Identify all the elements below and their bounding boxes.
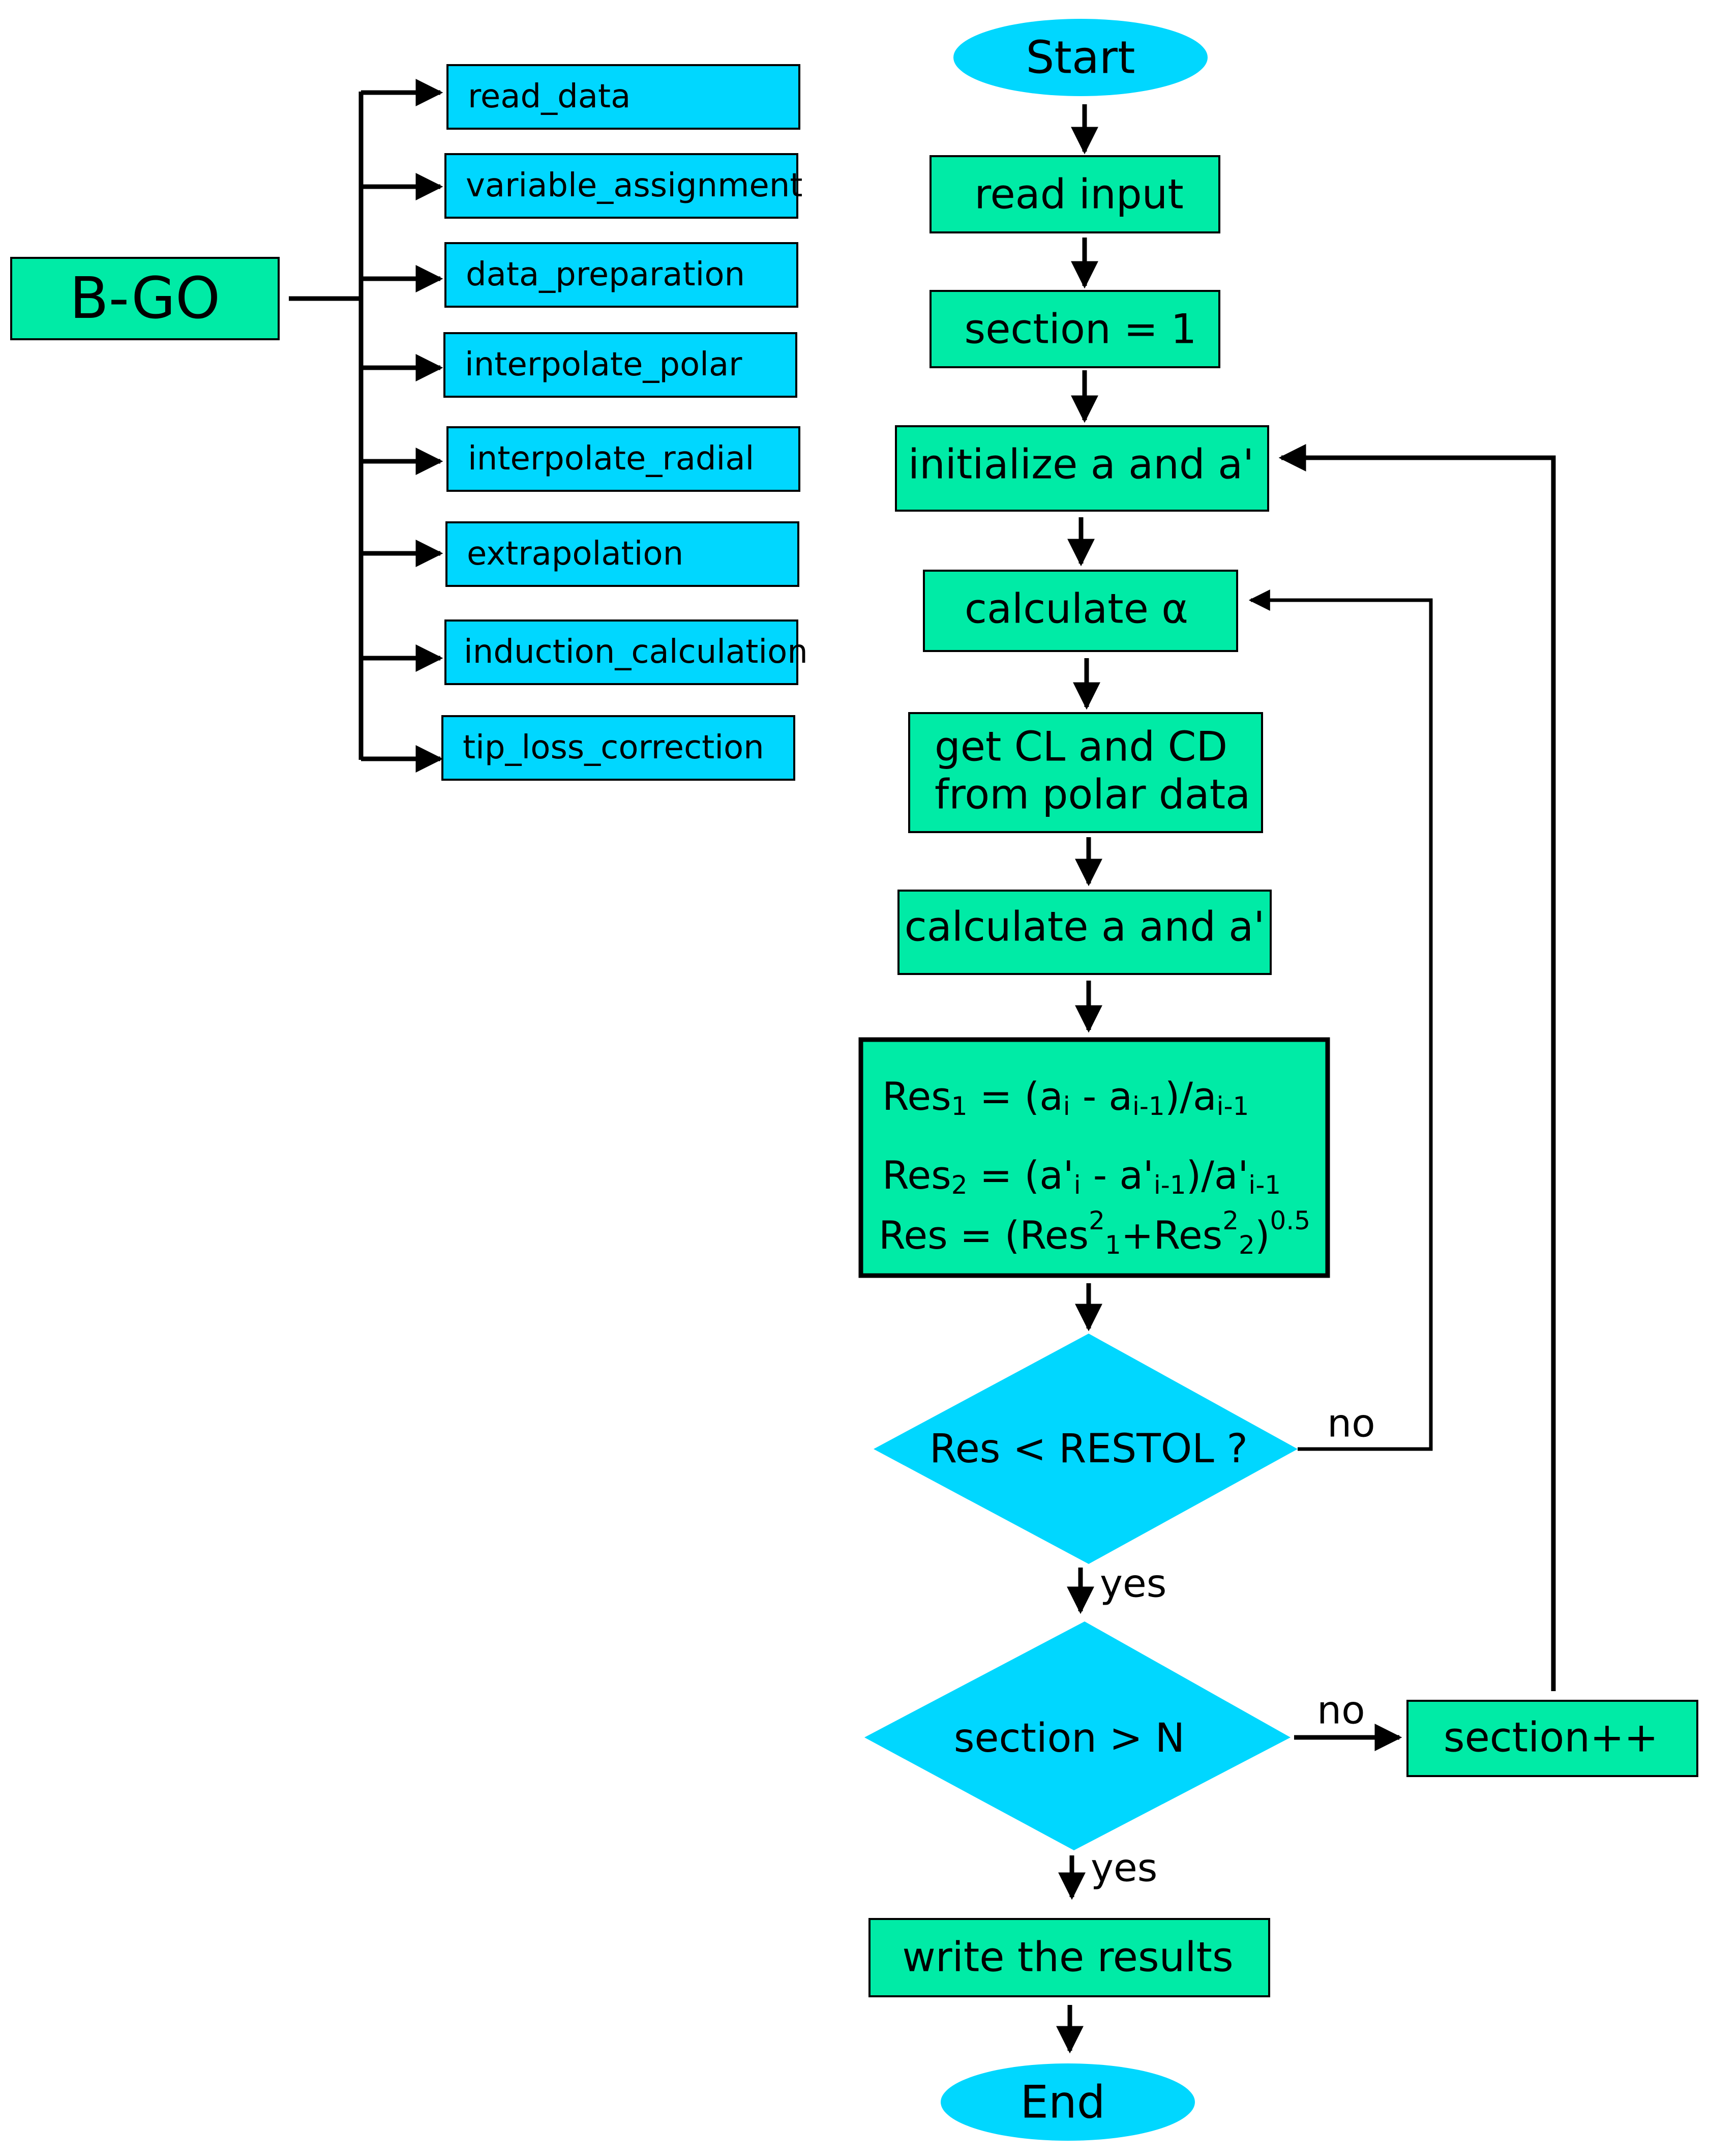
get-cl-cd-label-line1: get CL and CD [935,723,1227,771]
module-label: interpolate_radial [468,440,754,478]
module-induction-calculation [444,619,798,685]
program-structure: B-GO read_data variable_assignment data_… [10,64,808,781]
module-extrapolation [445,521,799,587]
section-init-step [930,290,1220,368]
module-interpolate-radial [446,426,800,492]
program-box [10,257,280,340]
module-label: data_preparation [466,256,745,293]
module-label: interpolate_polar [465,346,742,383]
calculate-a-step [897,890,1272,975]
loop-back-to-calculate-alpha [1248,589,1433,1451]
edge-label-no: no [1327,1401,1375,1446]
module-label: extrapolation [467,535,683,573]
section-increment-step [1406,1700,1698,1777]
get-cl-cd-step [908,712,1263,833]
residual-formula-total: Res = (Res21+Res22)0.5 [879,1206,1310,1260]
read-input-label: read input [974,171,1183,218]
loop-back-to-initialize-a [1278,444,1556,1691]
initialize-a-step [895,425,1269,512]
program-name: B-GO [70,265,220,332]
write-results-step [868,1918,1270,1997]
calculate-alpha-label: calculate α [965,585,1188,633]
restol-decision-label: Res < RESTOL ? [930,1426,1248,1472]
initialize-a-label: initialize a and a' [908,441,1254,488]
edge-label-yes: yes [1100,1561,1166,1606]
start-label: Start [1026,32,1135,84]
module-variable-assignment [444,153,798,219]
get-cl-cd-label-line2: from polar data [935,771,1250,818]
residual-formula-2: Res2 = (a'i - a'i-1)/a'i-1 [882,1153,1281,1200]
calculate-a-label: calculate a and a' [905,903,1265,951]
section-increment-label: section++ [1444,1714,1658,1761]
module-label: variable_assignment [466,167,802,204]
algorithm-flowchart: Start read input section = 1 initialize … [858,19,1698,2141]
start-terminal [953,19,1208,96]
section-decision-label: section > N [954,1716,1185,1761]
module-data-preparation [444,242,798,308]
module-read-data [446,64,800,130]
calculate-alpha-step [923,570,1238,652]
module-label: induction_calculation [464,633,808,671]
read-input-step [930,155,1220,233]
module-tip-loss-correction [441,715,795,781]
end-terminal [941,2063,1195,2141]
edge-label-no: no [1317,1688,1365,1733]
write-results-label: write the results [902,1934,1233,1981]
module-interpolate-polar [443,332,797,398]
restol-decision [874,1334,1298,1564]
residual-step [858,1037,1330,1278]
module-label: read_data [468,78,631,115]
end-label: End [1020,2076,1105,2129]
residual-formula-1: Res1 = (ai - ai-1)/ai-1 [882,1074,1249,1121]
section-init-label: section = 1 [965,306,1197,353]
module-label: tip_loss_correction [463,729,764,766]
edge-label-yes: yes [1091,1845,1157,1891]
section-decision [864,1621,1291,1850]
